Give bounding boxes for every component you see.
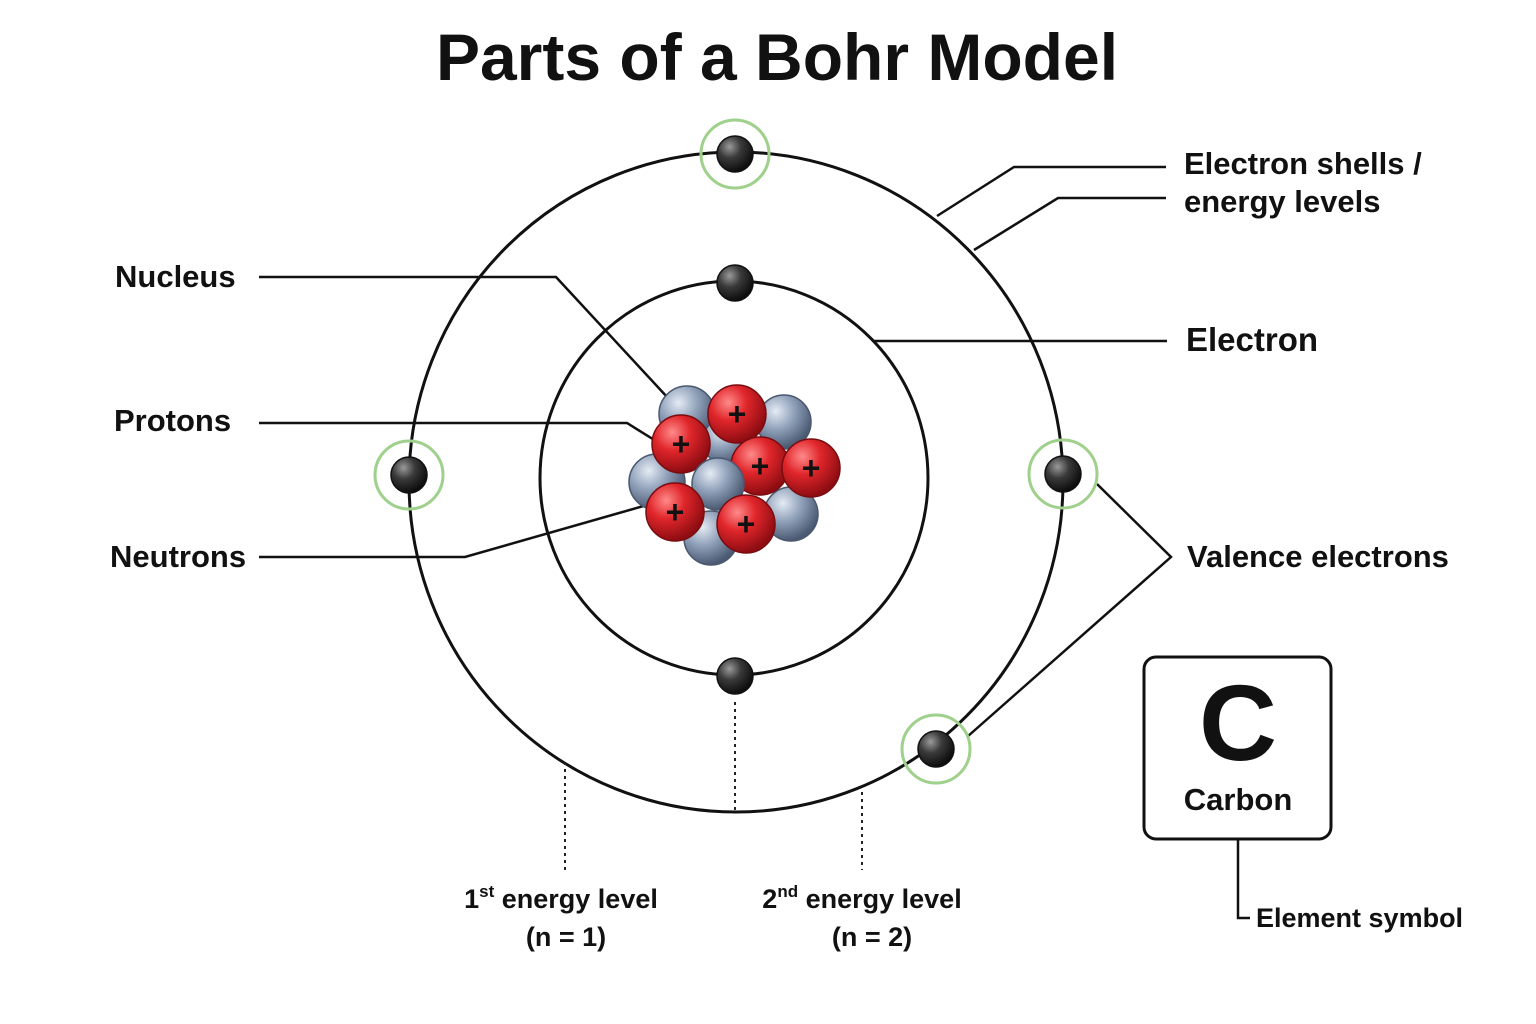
element-card: C Carbon <box>1142 655 1333 841</box>
valence-electron <box>917 730 955 768</box>
proton-plus-sign: + <box>672 426 691 462</box>
valence-electron <box>1044 455 1082 493</box>
valence-electron <box>716 135 754 173</box>
label-first-energy-level: 1st energy level <box>464 882 658 914</box>
label-second-energy-level: 2nd energy level <box>762 882 961 914</box>
proton-plus-sign: + <box>666 494 685 530</box>
nucleus: ++++++ <box>628 384 841 566</box>
label-electron-shells-line1: Electron shells / <box>1184 146 1422 181</box>
label-neutrons: Neutrons <box>110 539 246 574</box>
electrons <box>373 118 1099 785</box>
shells-leader-line-1 <box>936 165 1166 218</box>
proton-plus-sign: + <box>737 506 756 542</box>
proton <box>651 414 711 474</box>
proton-plus-sign: + <box>728 396 747 432</box>
label-electron: Electron <box>1186 321 1318 358</box>
valence-electron <box>390 456 428 494</box>
element-name: Carbon <box>1184 782 1293 817</box>
second-level-number: 2 <box>762 884 777 914</box>
label-electron-shells-line2: energy levels <box>1184 184 1380 219</box>
protons-leader-line <box>259 421 665 448</box>
valence-halo-icon <box>1027 438 1099 510</box>
element-symbol-leader-line <box>1236 840 1250 920</box>
first-level-suffix: st <box>479 882 494 901</box>
element-card-frame <box>1142 655 1333 841</box>
first-level-number: 1 <box>464 884 479 914</box>
proton <box>716 494 776 554</box>
valence-leader-line <box>966 483 1173 738</box>
element-symbol: C <box>1199 662 1277 783</box>
label-first-level-n: (n = 1) <box>526 922 606 952</box>
valence-halo-icon <box>373 439 445 511</box>
label-second-level-n: (n = 2) <box>832 922 912 952</box>
label-nucleus: Nucleus <box>115 259 236 294</box>
label-valence-electrons: Valence electrons <box>1187 539 1449 574</box>
proton-plus-sign: + <box>751 448 770 484</box>
proton <box>707 384 767 444</box>
second-level-suffix: nd <box>777 882 798 901</box>
inner-electron <box>716 264 754 302</box>
proton-plus-sign: + <box>802 450 821 486</box>
neutrons-leader-line <box>259 501 655 559</box>
valence-halo-icon <box>900 713 972 785</box>
valence-halo-icon <box>699 118 771 190</box>
label-protons: Protons <box>114 403 231 438</box>
proton <box>645 482 705 542</box>
neutron <box>691 457 745 511</box>
nucleus-leader-line <box>259 275 669 399</box>
shells-leader-line-2 <box>973 196 1166 252</box>
first-level-text: energy level <box>494 884 658 914</box>
label-element-symbol: Element symbol <box>1256 903 1463 933</box>
proton <box>781 438 841 498</box>
second-level-text: energy level <box>798 884 962 914</box>
inner-electron <box>716 657 754 695</box>
page-title: Parts of a Bohr Model <box>436 20 1118 94</box>
